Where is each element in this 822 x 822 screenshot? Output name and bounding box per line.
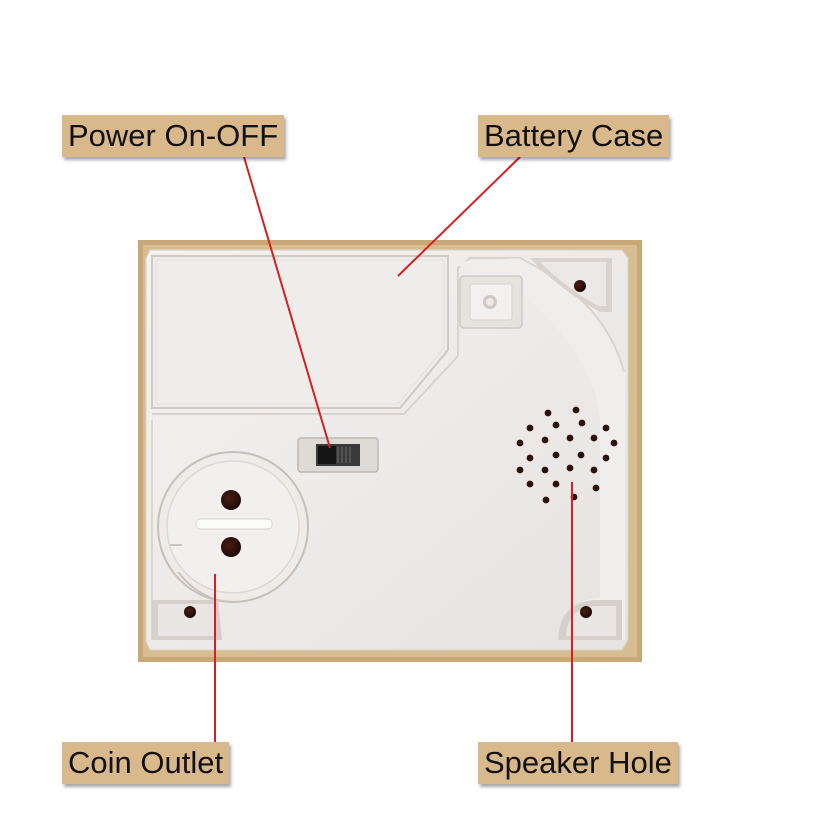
- leader-line-power: [243, 156, 331, 449]
- screw-recess-bottom-left: [152, 600, 222, 640]
- screw-recess-bottom-right: [558, 600, 622, 640]
- label-power-on-off: Power On-OFF: [62, 115, 285, 157]
- label-speaker-hole: Speaker Hole: [478, 742, 678, 784]
- speaker-hole-dot: [526, 454, 534, 462]
- power-switch[interactable]: [297, 437, 379, 473]
- speaker-hole-dot: [590, 466, 598, 474]
- speaker-hole-dot: [541, 436, 549, 444]
- screw-recess-top-right: [530, 258, 612, 312]
- speaker-hole-dot: [572, 406, 580, 414]
- label-coin-outlet: Coin Outlet: [62, 742, 230, 784]
- speaker-hole-dot: [566, 434, 574, 442]
- speaker-hole-dot: [552, 421, 560, 429]
- label-battery-case: Battery Case: [478, 115, 670, 157]
- speaker-hole-dot: [590, 434, 598, 442]
- speaker-hole-dot: [526, 424, 534, 432]
- speaker-hole-dot: [610, 439, 618, 447]
- leader-lines: [214, 156, 573, 742]
- speaker-hole-dot: [602, 454, 610, 462]
- speaker-hole-dot: [566, 464, 574, 472]
- speaker-hole-dot: [542, 496, 550, 504]
- speaker-holes: [516, 406, 618, 504]
- speaker-hole-dot: [526, 480, 534, 488]
- speaker-hole-dot: [592, 484, 600, 492]
- speaker-hole-dot: [544, 409, 552, 417]
- speaker-hole-dot: [552, 480, 560, 488]
- battery-case-cover: [151, 255, 449, 409]
- coin-outlet[interactable]: [157, 451, 309, 603]
- speaker-hole-dot: [602, 424, 610, 432]
- speaker-hole-dot: [552, 451, 560, 459]
- speaker-hole-dot: [577, 451, 585, 459]
- speaker-panel: [450, 257, 625, 640]
- speaker-hole-dot: [516, 466, 524, 474]
- battery-latch: [459, 275, 523, 329]
- speaker-hole-dot: [516, 439, 524, 447]
- leader-line-battery: [397, 156, 521, 277]
- speaker-hole-dot: [578, 419, 586, 427]
- speaker-hole-dot: [541, 466, 549, 474]
